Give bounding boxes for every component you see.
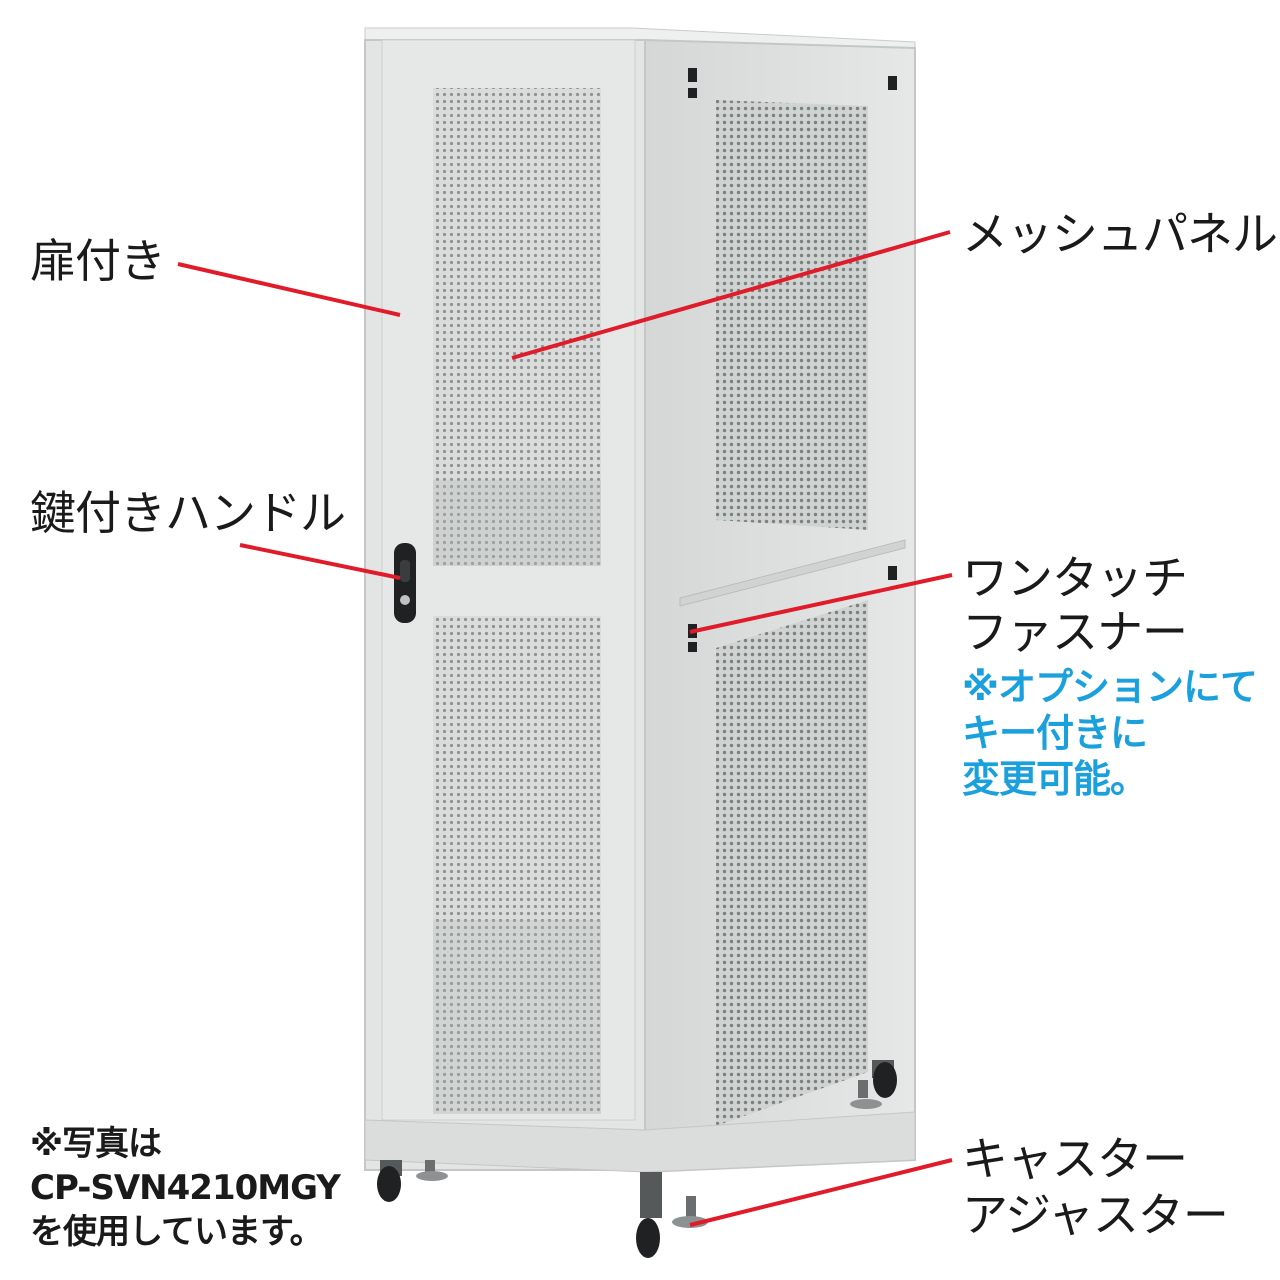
leader-caster [689,1158,953,1227]
leader-door [177,262,401,317]
photo-note-line1: ※写真は [30,1124,162,1164]
callout-fastener-line2: ファスナー [962,605,1188,659]
fastener-upper-right [888,76,897,90]
callout-mesh-panel: メッシュパネル [962,207,1278,261]
leader-handle [239,543,401,580]
cabinet-base [364,1111,916,1173]
fastener-note-line3: 変更可能。 [962,757,1148,801]
fastener-upper-left [688,68,697,82]
callout-caster-line2: アジャスター [962,1188,1229,1242]
photo-note-line3: を使用しています。 [30,1212,324,1252]
fastener-note-line1: ※オプションにて [962,665,1258,709]
front-door [364,39,646,1171]
leader-lines [177,230,953,1227]
side-mesh-upper [716,100,868,530]
front-mesh-lower [433,616,601,1114]
front-mesh-upper [433,88,601,566]
photo-note-line2: CP-SVN4210MGY [30,1168,341,1208]
lock-handle [394,543,416,623]
fastener-lower-right [888,566,897,580]
side-mesh-lower [716,600,868,1126]
callout-door: 扉付き [30,234,166,288]
leader-fastener [689,573,953,634]
casters [377,1060,897,1258]
fastener-note-line2: キー付きに [962,711,1148,755]
callout-fastener-line1: ワンタッチ [962,551,1188,605]
side-panel [644,38,916,1174]
callout-lock-handle: 鍵付きハンドル [30,486,346,540]
leader-mesh [511,230,951,360]
callout-caster-line1: キャスター [962,1132,1188,1186]
